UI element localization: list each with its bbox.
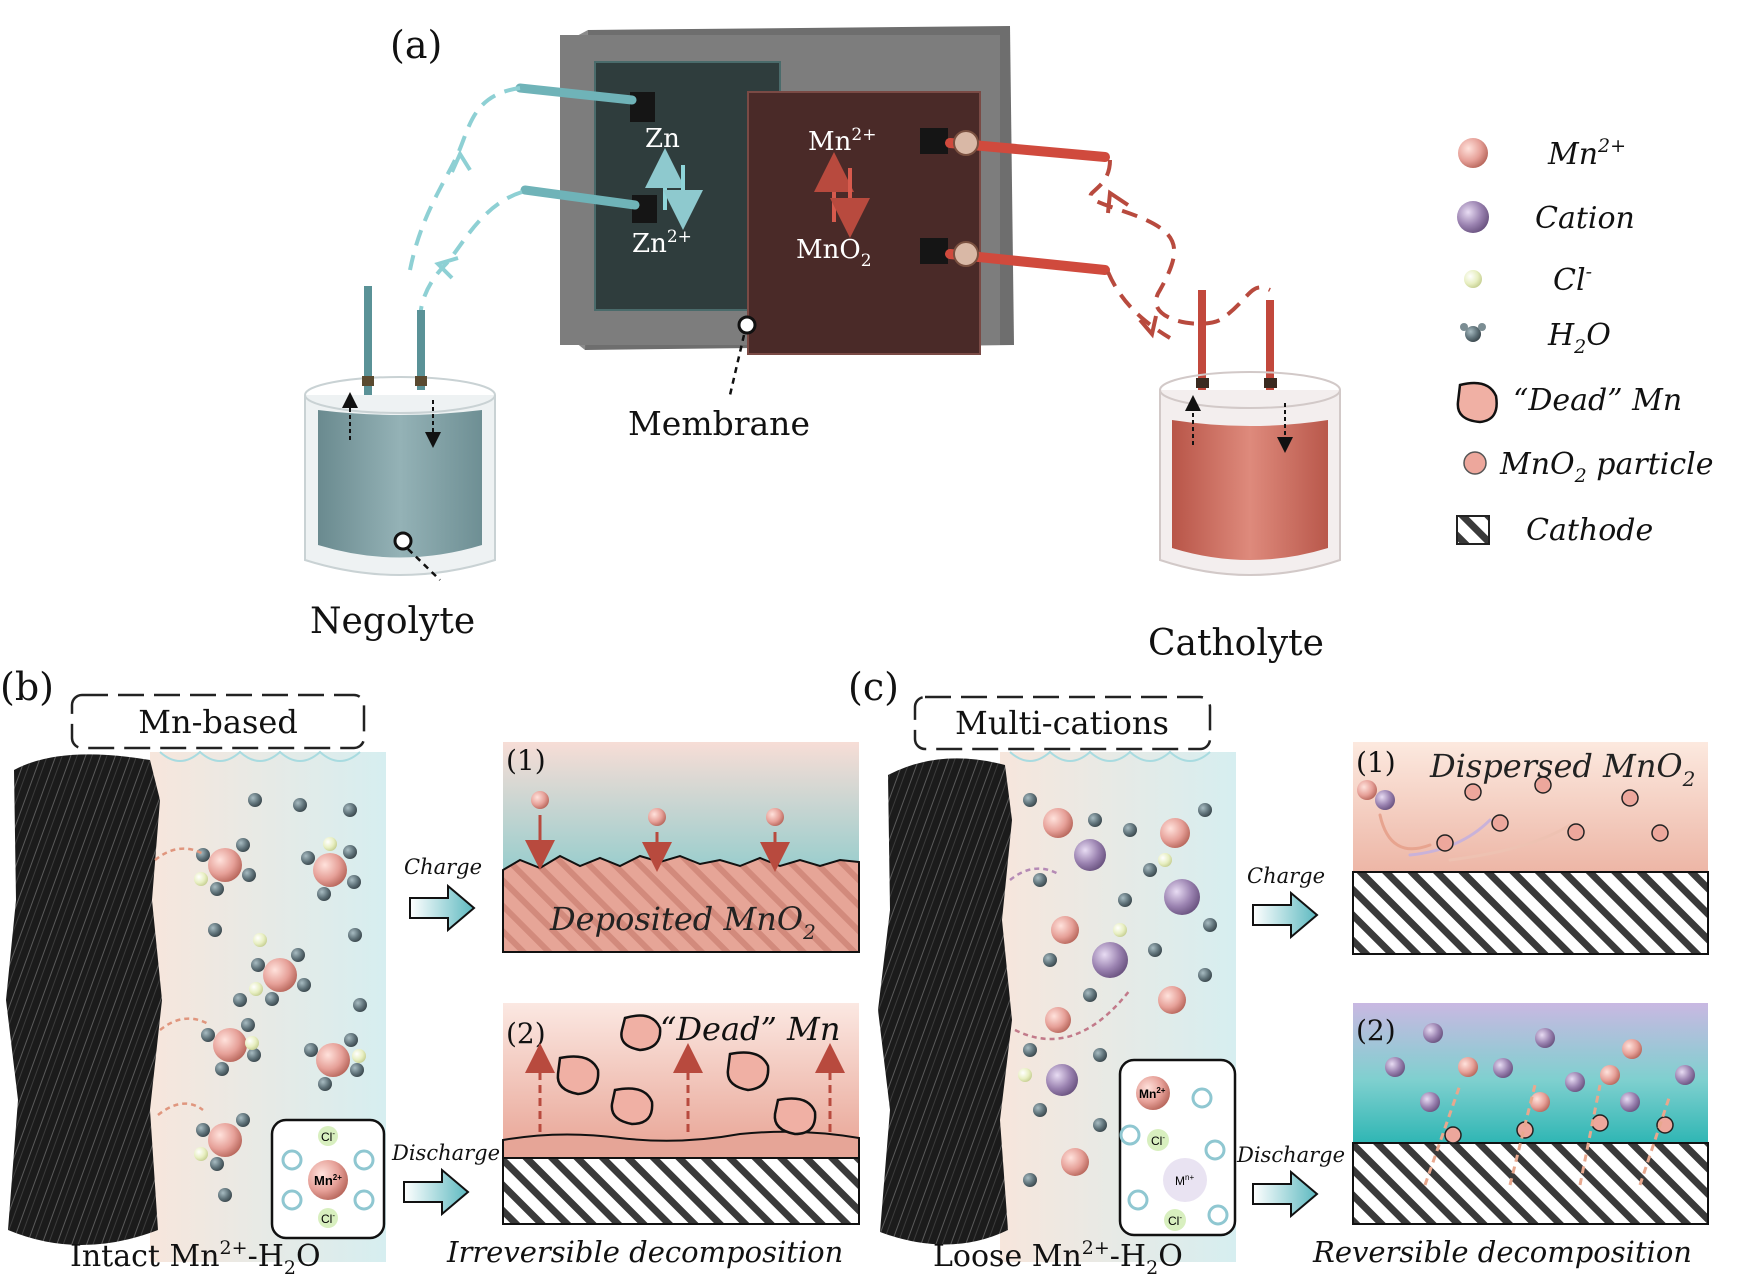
panel-b-label: (b) — [0, 665, 54, 709]
panel-c-sub2: (2) — [1352, 1003, 1709, 1225]
mno2-label: MnO2 — [796, 235, 872, 271]
inset-c-cl-bottom: Cl- — [1168, 1213, 1182, 1228]
panel-b-sub2: (2) “Dead” Mn — [502, 1003, 860, 1225]
sub2-label: (2) — [506, 1017, 546, 1050]
catholyte-label: Catholyte — [1148, 623, 1324, 664]
legend-cathode-swatch — [1456, 515, 1490, 545]
negolyte-tank — [304, 376, 496, 581]
panel-c-bottom-right: Reversible decomposition — [1312, 1235, 1692, 1269]
panel-b-discharge-label: Discharge — [391, 1141, 500, 1165]
panel-c-sub1: (1) Dispersed MnO2 — [1352, 742, 1709, 955]
inset-cl-top: Cl- — [321, 1129, 335, 1144]
c-sub1-label: (1) — [1356, 746, 1396, 779]
c-sub1-dispersed-text: Dispersed MnO2 — [1429, 747, 1695, 791]
panel-b-bottom-left: Intact Mn2+-H2O — [70, 1237, 321, 1279]
inset-c-cl-top: Cl- — [1151, 1133, 1165, 1148]
panel-c-charge-arrow — [1252, 890, 1319, 940]
c-sub2-label: (2) — [1356, 1014, 1396, 1047]
zn-label: Zn — [645, 124, 680, 154]
legend-cl-swatch — [1464, 270, 1482, 288]
panel-c-label: (c) — [848, 665, 899, 709]
legend-mno2-particle-swatch — [1463, 451, 1487, 475]
negolyte-label: Negolyte — [310, 601, 475, 642]
panel-b-title: Mn-based — [138, 703, 298, 741]
sub1-deposited-text: Deposited MnO2 — [549, 900, 816, 944]
panel-b-charge-label: Charge — [404, 855, 482, 879]
connector-block — [920, 238, 948, 264]
panel-b-carbon-felt — [6, 754, 162, 1245]
panel-c: (c) Multi-cations — [848, 665, 1709, 1279]
panel-c-discharge-arrow — [1252, 1169, 1319, 1219]
connector-block — [920, 128, 948, 154]
panel-b: (b) Mn-based — [0, 665, 860, 1279]
legend-cl-label: Cl- — [1553, 261, 1592, 298]
legend-dead-mn-label: “Dead” Mn — [1513, 383, 1682, 418]
negolyte-marker — [393, 531, 413, 551]
panel-b-ions — [154, 793, 367, 1202]
panel-c-bottom-left: Loose Mn2+-H2O — [933, 1237, 1183, 1279]
panel-b-solvation-inset: Cl- Mn2+ Cl- — [270, 1118, 386, 1240]
inset-c-mn-plus: Mn+ — [1175, 1173, 1194, 1188]
panel-b-bottom-right: Irreversible decomposition — [446, 1235, 843, 1269]
catholyte-tank — [1159, 371, 1341, 576]
legend-mn2-label: Mn2+ — [1547, 135, 1626, 172]
legend-mno2-particle-label: MnO2 particle — [1499, 447, 1714, 487]
flow-cell — [560, 26, 1014, 396]
inset-mn: Mn2+ — [314, 1173, 342, 1188]
legend-dead-mn-swatch — [1456, 381, 1498, 424]
legend-water-swatch — [1460, 323, 1486, 342]
legend-cathode-label: Cathode — [1526, 513, 1653, 548]
panel-c-ions — [1009, 793, 1217, 1187]
panel-b-sub1: (1) Deposited MnO2 — [502, 742, 860, 953]
sub2-dead-mn-text: “Dead” Mn — [660, 1010, 840, 1048]
inset-cl-bottom: Cl- — [321, 1211, 335, 1226]
panel-b-charge-arrow — [409, 883, 476, 933]
panel-c-carbon-felt — [878, 758, 1012, 1245]
zn2-label: Zn2+ — [632, 227, 692, 259]
legend-cation-swatch — [1457, 201, 1489, 233]
legend-cation-label: Cation — [1535, 201, 1635, 236]
panel-c-solvation-inset: Mn2+ Cl- Mn+ Cl- — [1118, 1058, 1237, 1237]
legend-mn2-swatch — [1458, 138, 1488, 168]
panel-a-label: (a) — [390, 23, 442, 67]
panel-c-title-box — [913, 695, 1212, 751]
legend-water-label: H2O — [1547, 318, 1611, 358]
membrane-marker — [737, 315, 757, 335]
membrane-label: Membrane — [628, 404, 810, 443]
legend: Mn2+ Cation Cl- H2O “Dead” Mn MnO2 parti… — [1456, 135, 1714, 548]
mn-redox-arrows — [814, 152, 870, 238]
panel-c-discharge-label: Discharge — [1236, 1143, 1345, 1167]
panel-c-title: Multi-cations — [955, 704, 1169, 742]
panel-b-discharge-arrow — [403, 1167, 470, 1217]
panel-a: (a) Zn Zn2+ Mn2+ MnO2 — [304, 23, 1341, 664]
panel-c-charge-label: Charge — [1247, 864, 1325, 888]
inset-c-mn: Mn2+ — [1139, 1086, 1166, 1101]
sub1-label: (1) — [506, 744, 546, 777]
panel-b-title-box — [70, 693, 366, 750]
zn-redox-arrows — [645, 148, 703, 230]
